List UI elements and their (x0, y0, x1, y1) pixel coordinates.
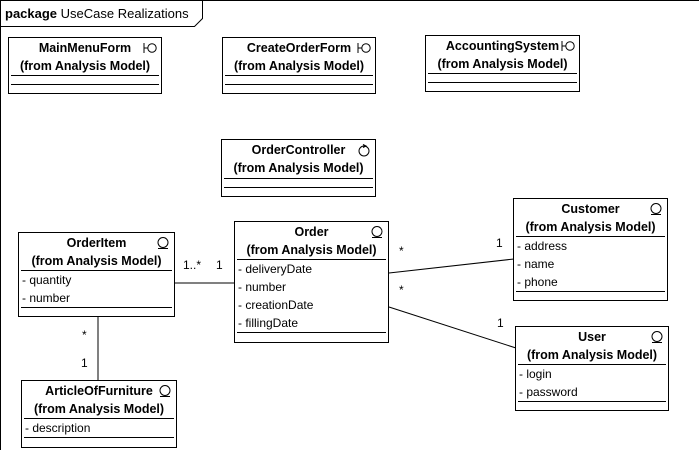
class-separator (224, 187, 373, 188)
class-origin: (from Analysis Model) (525, 220, 656, 234)
entity-icon (157, 237, 169, 249)
class-order-controller[interactable]: OrderController (from Analysis Model) (221, 139, 376, 197)
boundary-icon (143, 43, 157, 53)
mult-order-user-target: 1 (497, 316, 504, 330)
mult-orderitem-order-target: 1 (216, 258, 223, 272)
class-header: User (from Analysis Model) (516, 327, 668, 364)
boundary-icon (357, 43, 371, 53)
class-header: ArticleOfFurniture (from Analysis Model) (22, 381, 176, 418)
class-attribute: - number (238, 280, 287, 294)
class-origin: (from Analysis Model) (526, 348, 658, 362)
class-attribute: - number (22, 291, 71, 305)
class-origin: (from Analysis Model) (233, 59, 365, 73)
class-attribute: - quantity (22, 273, 72, 287)
class-separator (11, 75, 159, 76)
class-header: AccountingSystem (from Analysis Model) (426, 36, 579, 73)
class-attribute: - name (517, 257, 555, 271)
class-order[interactable]: Order (from Analysis Model) - deliveryDa… (234, 221, 389, 343)
package-title: package UseCase Realizations (5, 6, 189, 21)
class-name: OrderController (251, 143, 346, 157)
class-name: User (578, 330, 606, 344)
class-header: Customer (from Analysis Model) (514, 199, 667, 236)
class-origin: (from Analysis Model) (31, 254, 162, 268)
mult-order-customer-target: 1 (496, 236, 503, 250)
class-separator (516, 236, 665, 237)
mult-order-user-source: * (399, 283, 404, 297)
mult-order-customer-source: * (399, 244, 404, 258)
package-keyword: package (5, 6, 58, 21)
class-header: CreateOrderForm (from Analysis Model) (223, 38, 375, 75)
class-name: Customer (561, 202, 620, 216)
entity-icon (159, 385, 171, 397)
package-name: UseCase Realizations (60, 6, 189, 21)
mult-orderitem-article-source: * (82, 328, 87, 342)
class-separator (24, 437, 174, 438)
class-name: Order (294, 225, 329, 239)
class-separator (21, 270, 172, 271)
class-attribute: - fillingDate (238, 316, 299, 330)
class-article-of-furniture[interactable]: ArticleOfFurniture (from Analysis Model)… (21, 380, 177, 448)
class-header: OrderItem (from Analysis Model) (19, 233, 174, 270)
class-origin: (from Analysis Model) (33, 402, 165, 416)
class-origin: (from Analysis Model) (19, 59, 151, 73)
class-accounting-system[interactable]: AccountingSystem (from Analysis Model) (425, 35, 580, 92)
class-attribute: - deliveryDate (238, 262, 313, 276)
package-tab-outline (0, 0, 203, 27)
class-separator (516, 291, 665, 292)
class-origin: (from Analysis Model) (437, 57, 568, 71)
class-separator (224, 178, 373, 179)
class-attribute: - phone (517, 275, 558, 289)
class-name: AccountingSystem (445, 39, 560, 53)
class-attribute: - description (25, 421, 91, 435)
entity-icon (371, 226, 383, 238)
class-header: OrderController (from Analysis Model) (222, 140, 375, 177)
class-origin: (from Analysis Model) (246, 243, 377, 257)
boundary-icon (561, 41, 575, 51)
class-separator (518, 364, 666, 365)
class-separator (11, 84, 159, 85)
class-separator (237, 332, 386, 333)
entity-icon (650, 203, 662, 215)
assoc-line-order-user (388, 306, 517, 349)
entity-icon (651, 331, 663, 343)
class-header: Order (from Analysis Model) (235, 222, 388, 259)
control-icon (358, 144, 370, 157)
class-create-order-form[interactable]: CreateOrderForm (from Analysis Model) (222, 37, 376, 94)
class-name: MainMenuForm (38, 41, 132, 55)
assoc-line-order-customer (388, 258, 515, 274)
class-separator (518, 401, 666, 402)
class-separator (225, 75, 373, 76)
class-separator (428, 82, 577, 83)
class-name: OrderItem (66, 236, 127, 250)
class-order-item[interactable]: OrderItem (from Analysis Model) - quanti… (18, 232, 175, 317)
class-separator (24, 418, 174, 419)
package-tab: package UseCase Realizations (0, 0, 202, 26)
class-user[interactable]: User (from Analysis Model) - login - pas… (515, 326, 669, 411)
class-main-menu-form[interactable]: MainMenuForm (from Analysis Model) (8, 37, 162, 94)
class-attribute: - creationDate (238, 298, 314, 312)
class-separator (21, 307, 172, 308)
class-separator (428, 73, 577, 74)
mult-orderitem-article-target: 1 (81, 356, 88, 370)
class-separator (237, 259, 386, 260)
class-customer[interactable]: Customer (from Analysis Model) - address… (513, 198, 668, 301)
class-attribute: - login (519, 367, 552, 381)
class-separator (225, 84, 373, 85)
mult-orderitem-order-source: 1..* (183, 258, 202, 272)
class-name: CreateOrderForm (246, 41, 352, 55)
class-name: ArticleOfFurniture (45, 384, 153, 398)
class-origin: (from Analysis Model) (233, 161, 364, 175)
class-attribute: - password (519, 385, 578, 399)
class-attribute: - address (517, 239, 568, 253)
class-header: MainMenuForm (from Analysis Model) (9, 38, 161, 75)
